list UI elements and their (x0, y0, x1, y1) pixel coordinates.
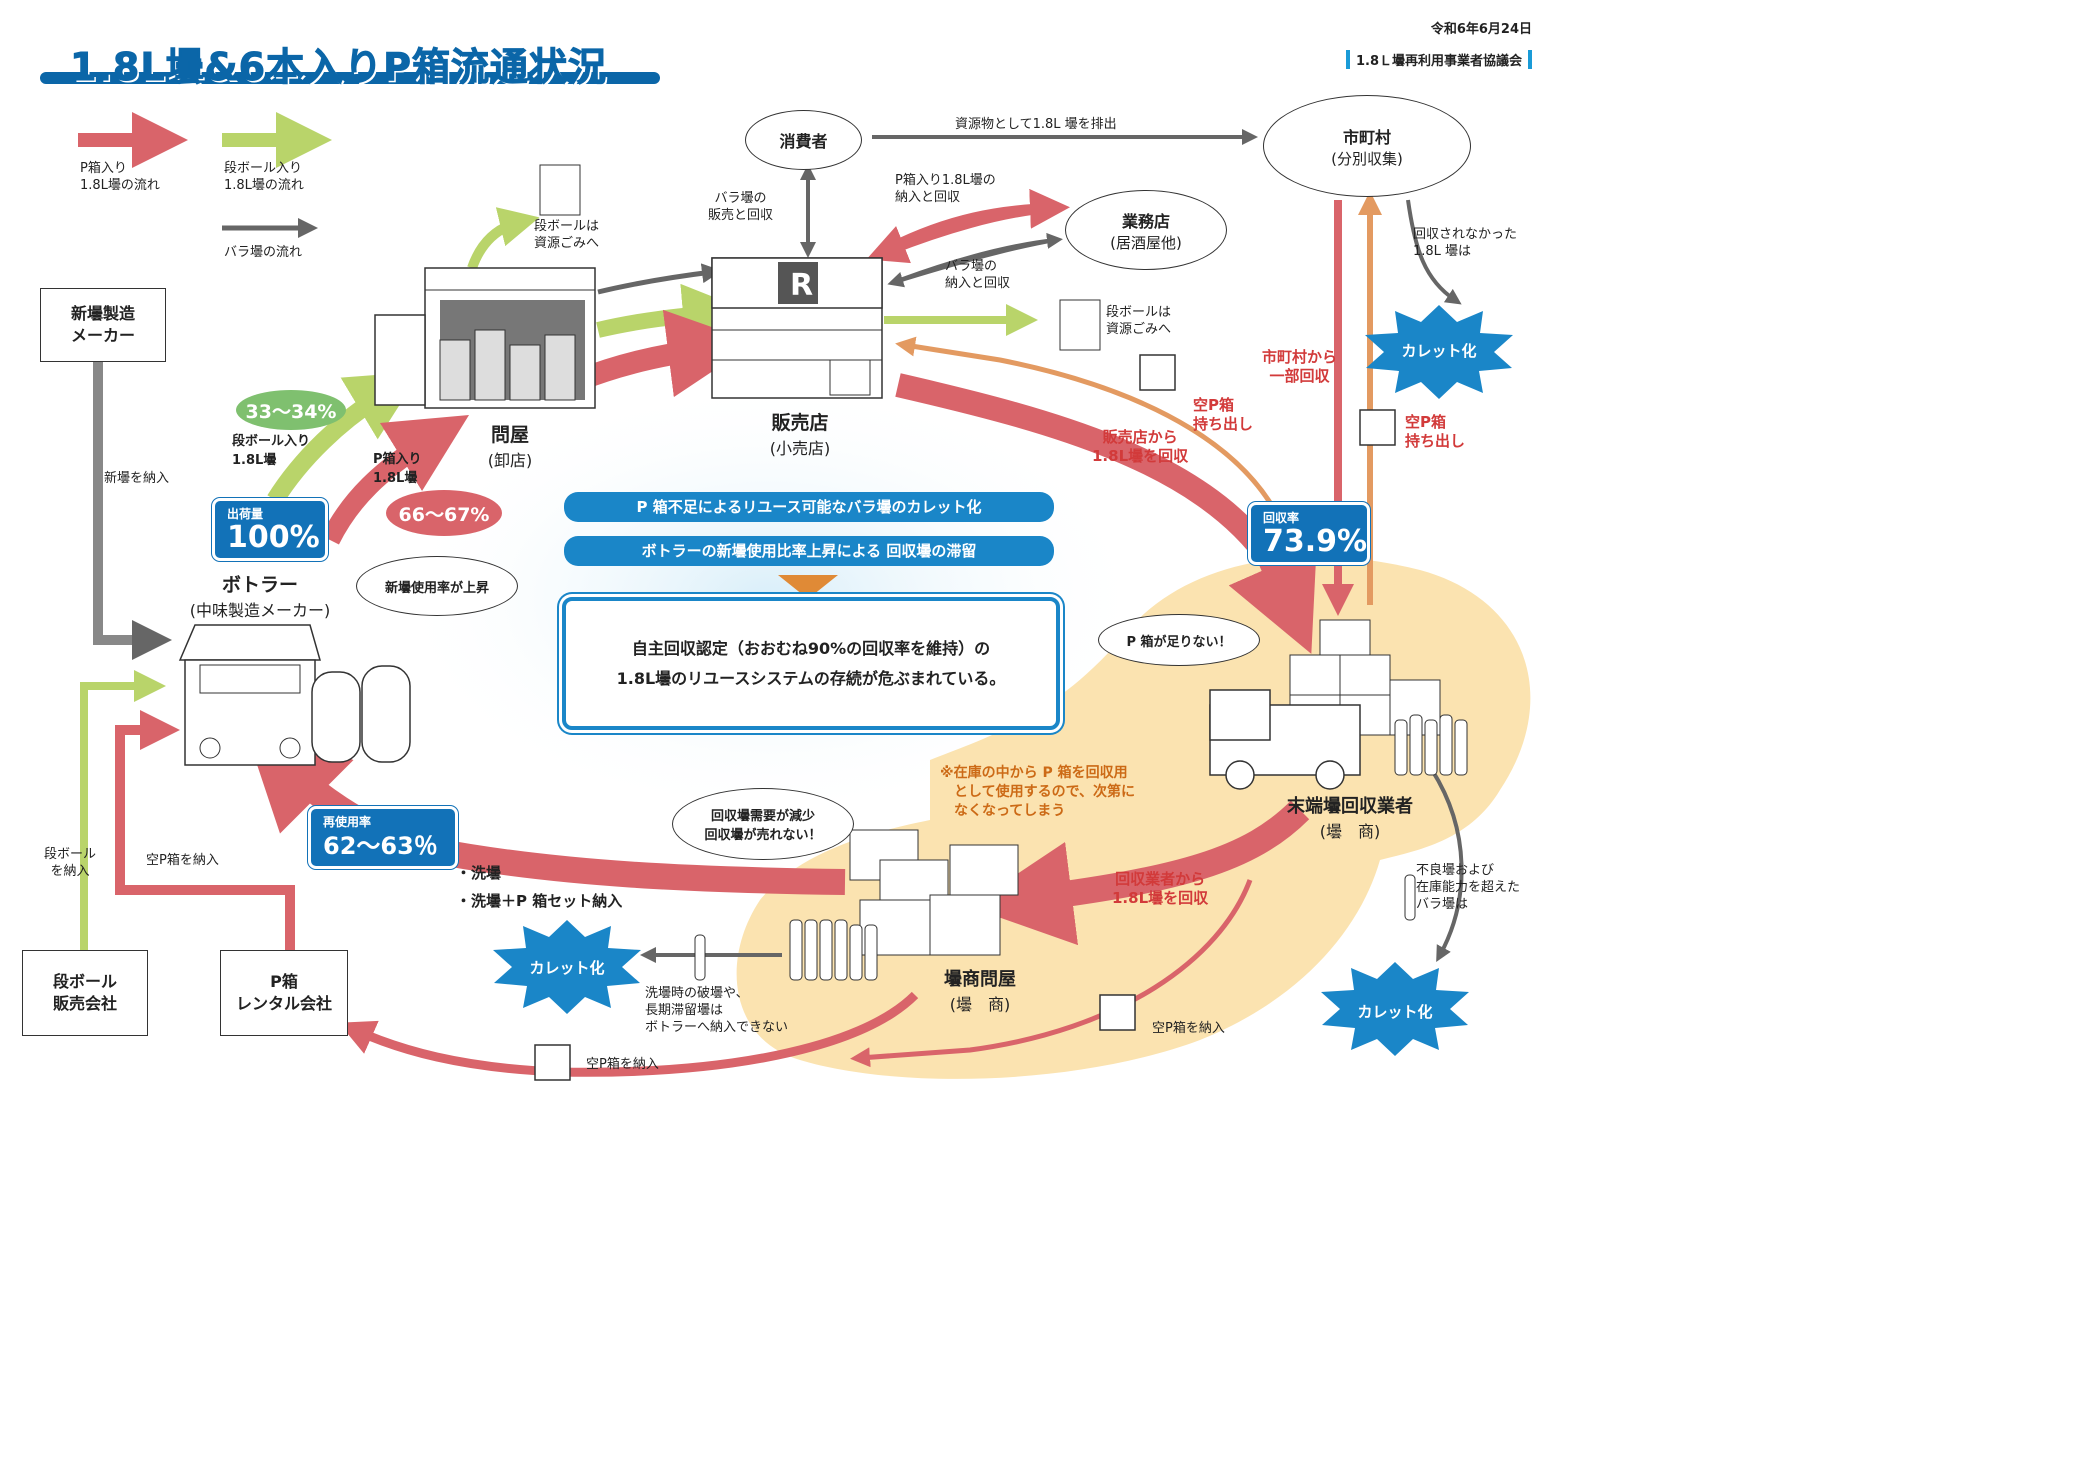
empty-pbox-delivery-label-1: 空P箱を納入 (146, 853, 219, 868)
pbox-share-label: P箱入り 1.8L壜 (373, 452, 422, 486)
bottle-wholesaler-name: 壜商問屋 (944, 969, 1016, 990)
cardboard-share-badge: 33〜34% (236, 390, 346, 430)
organization: 1.8Ｌ壜再利用事業者協議会 (1345, 50, 1532, 69)
date: 令和6年6月24日 (1430, 22, 1532, 37)
collection-rate-box: 回収率 73.9% (1248, 502, 1370, 565)
legend-gray-label: バラ壜の流れ (224, 245, 303, 260)
cardboard-waste-label-2: 段ボールは 資源ごみへ (1106, 305, 1172, 337)
cardboard-seller-box: 段ボール 販売会社 (22, 950, 148, 1036)
cardboard-share-label: 段ボール入り 1.8L壜 (232, 434, 311, 468)
reuse-rate-box: 再使用率 62〜63％ (308, 806, 458, 869)
page-title: 1.8L壜&6本入りP箱流通状況 (70, 45, 607, 90)
shipment-label: 出荷量 (227, 507, 264, 521)
terminal-collector-label: 末端壜回収業者 (壜 商) (1250, 792, 1450, 842)
empty-pbox-out-label-2: 空P箱 持ち出し (1405, 413, 1466, 450)
from-retailer-label: 販売店から 1.8L壜を回収 (1092, 428, 1189, 465)
bottler-name: ボトラー (221, 574, 298, 596)
terminal-collector-name: 末端壜回収業者 (1287, 796, 1413, 817)
cullet-bursts (493, 305, 1513, 1056)
issue-banner-2: ボトラーの新壜使用比率上昇による 回収壜の滞留 (564, 536, 1054, 566)
reuse-label: 再使用率 (323, 815, 372, 829)
pbox-icons (534, 354, 1396, 1081)
retailer-building: R (711, 257, 883, 399)
svg-text:R: R (790, 268, 813, 303)
loose-delivery-label: バラ壜の 納入と回収 (945, 259, 1011, 291)
issue-banner-1: P 箱不足によるリユース可能なバラ壜のカレット化 (564, 492, 1054, 522)
title-underline (40, 72, 660, 84)
wholesaler-building (374, 267, 596, 409)
business-node: 業務店(居酒屋他) (1065, 190, 1227, 270)
municipality-node: 市町村(分別収集) (1263, 95, 1471, 197)
collection-label: 回収率 (1263, 511, 1300, 525)
legend-green-label: 段ボール入り 1.8L壜の流れ (224, 161, 304, 193)
delivery-truck (1209, 689, 1361, 790)
terminal-collector-sub: (壜 商) (1319, 822, 1381, 841)
cardboard-stacks (539, 164, 1101, 351)
empty-pbox-delivery-label-2: 空P箱を納入 (1152, 1021, 1225, 1036)
wash-label-2: ・洗壜＋P 箱セット納入 (456, 892, 623, 910)
bottle-wholesaler-crates (849, 829, 1019, 956)
not-collected-label: 回収されなかった 1.8L 壜は (1413, 227, 1518, 259)
bottler-sub: (中味製造メーカー) (189, 601, 331, 620)
shipment-rate-box: 出荷量 100% (212, 498, 328, 561)
bottle-wholesaler-label: 壜商問屋 (壜 商) (910, 965, 1050, 1015)
cardboard-delivery-label: 段ボール を納入 (44, 847, 97, 879)
new-bottle-maker-box: 新壜製造 メーカー (40, 288, 166, 362)
wholesaler-label: 問屋 (卸店) (460, 420, 560, 471)
new-bottle-delivery-label: 新壜を納入 (104, 471, 170, 486)
loose-sales-label: バラ壜の 販売と回収 (708, 191, 774, 223)
shipment-value: 100% (227, 520, 320, 555)
legend-red-label: P箱入り 1.8L壜の流れ (80, 161, 160, 193)
cardboard-waste-label-1: 段ボールは 資源ごみへ (534, 219, 600, 251)
cullet-label-3: カレット化 (1357, 1002, 1433, 1021)
bottle-wholesaler-sub: (壜 商) (949, 995, 1011, 1014)
defective-bottles-label: 不良壜および 在庫能力を超えた バラ壜は (1416, 863, 1521, 912)
demand-drop-bubble: 回収壜需要が減少 回収壜が売れない！ (672, 788, 854, 860)
reuse-value: 62〜63％ (323, 832, 438, 860)
empty-pbox-delivery-label-3: 空P箱を納入 (586, 1057, 659, 1072)
wholesaler-sub: (卸店) (487, 451, 533, 470)
retailer-sub: (小売店) (769, 439, 831, 458)
new-bottle-rising-bubble: 新壜使用率が上昇 (356, 556, 518, 616)
bottler-label: ボトラー (中味製造メーカー) (160, 570, 360, 621)
broken-bottles-label: 洗壜時の破壜や、 長期滞留壜は ボトラーへ納入できない (645, 986, 789, 1035)
cullet-label-2: カレット化 (529, 958, 605, 977)
consumer-node: 消費者 (745, 110, 862, 170)
municipality-partial-label: 市町村から 一部回収 (1262, 348, 1338, 385)
discharge-label: 資源物として1.8L 壜を排出 (955, 117, 1117, 132)
retailer-label: 販売店 (小売店) (740, 408, 860, 459)
bottle-wholesaler-bottles (694, 874, 1416, 981)
pbox-shortage-bubble: P 箱が足りない！ (1098, 614, 1260, 666)
wholesaler-name: 問屋 (490, 424, 529, 446)
pbox-delivery-label: P箱入り1.8L壜の 納入と回収 (895, 173, 996, 205)
conclusion-line-1: 自主回収認定（おおむね90%の回収率を維持）の (631, 638, 991, 658)
pbox-share-badge: 66〜67% (386, 490, 502, 536)
pbox-note: ※在庫の中から P 箱を回収用 として使用するので、次第に なくなってしまう (940, 765, 1136, 819)
conclusion-line-2: 1.8L壜のリユースシステムの存続が危ぶまれている。 (616, 668, 1006, 688)
empty-pbox-out-label-1: 空P箱 持ち出し (1193, 396, 1254, 433)
down-triangle-icon (778, 575, 838, 599)
wash-label-1: ・洗壜 (456, 864, 502, 882)
bottler-factory (178, 624, 411, 766)
collector-bottles (1394, 714, 1468, 776)
title-block: 1.8L壜&6本入りP箱流通状況 (40, 36, 660, 90)
retailer-name: 販売店 (771, 412, 829, 434)
pbox-rental-box: P箱 レンタル会社 (220, 950, 348, 1036)
conclusion-box: 自主回収認定（おおむね90%の回収率を維持）の 1.8L壜のリユースシステムの存… (562, 597, 1060, 730)
cullet-label-1: カレット化 (1401, 341, 1477, 360)
collection-value: 73.9% (1263, 524, 1368, 559)
from-collector-label: 回収業者から 1.8L壜を回収 (1112, 870, 1209, 907)
